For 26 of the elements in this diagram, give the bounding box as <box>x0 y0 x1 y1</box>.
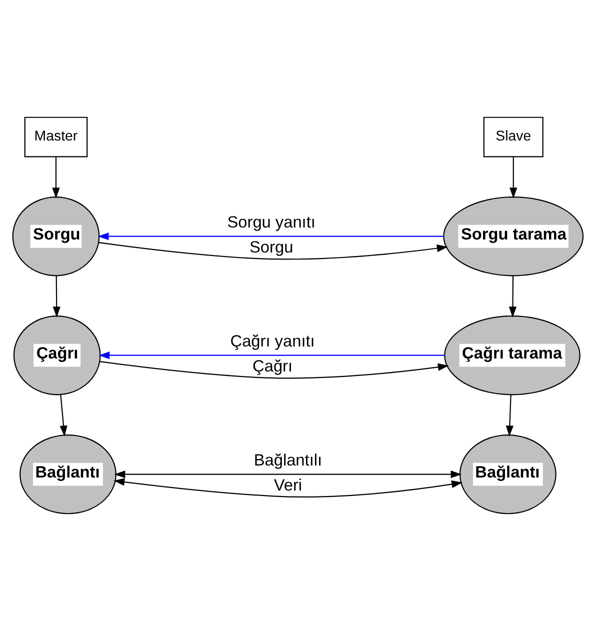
arrow <box>506 394 514 437</box>
node-circle: Sorgu <box>12 196 100 276</box>
edge-label: Bağlantılı <box>254 452 322 470</box>
node-ellipse: Bağlantı <box>459 434 556 514</box>
node-ellipse: Bağlantı <box>20 434 116 514</box>
arrow <box>98 352 445 360</box>
arrow <box>114 478 463 498</box>
edge-label: Çağrı yanıtı <box>230 332 315 351</box>
node-ellipse: Çağrı tarama <box>444 316 580 396</box>
arrow <box>98 232 444 240</box>
node-circle: Çağrı <box>13 316 101 396</box>
node-box: Master <box>24 116 88 158</box>
arrow <box>100 361 449 379</box>
node-box: Slave <box>483 116 544 158</box>
arrow <box>508 276 517 318</box>
edge-label: Sorgu yanıtı <box>227 214 316 232</box>
arrow <box>60 394 68 437</box>
arrow <box>52 276 60 318</box>
edge-label: Sorgu <box>250 238 294 257</box>
edge-label: Veri <box>274 476 302 495</box>
arrow <box>510 156 518 199</box>
edge-label: Çağrı <box>252 358 293 376</box>
node-ellipse: Sorgu tarama <box>443 196 584 276</box>
arrow <box>98 242 448 260</box>
arrow <box>114 470 462 478</box>
arrow <box>52 156 60 199</box>
